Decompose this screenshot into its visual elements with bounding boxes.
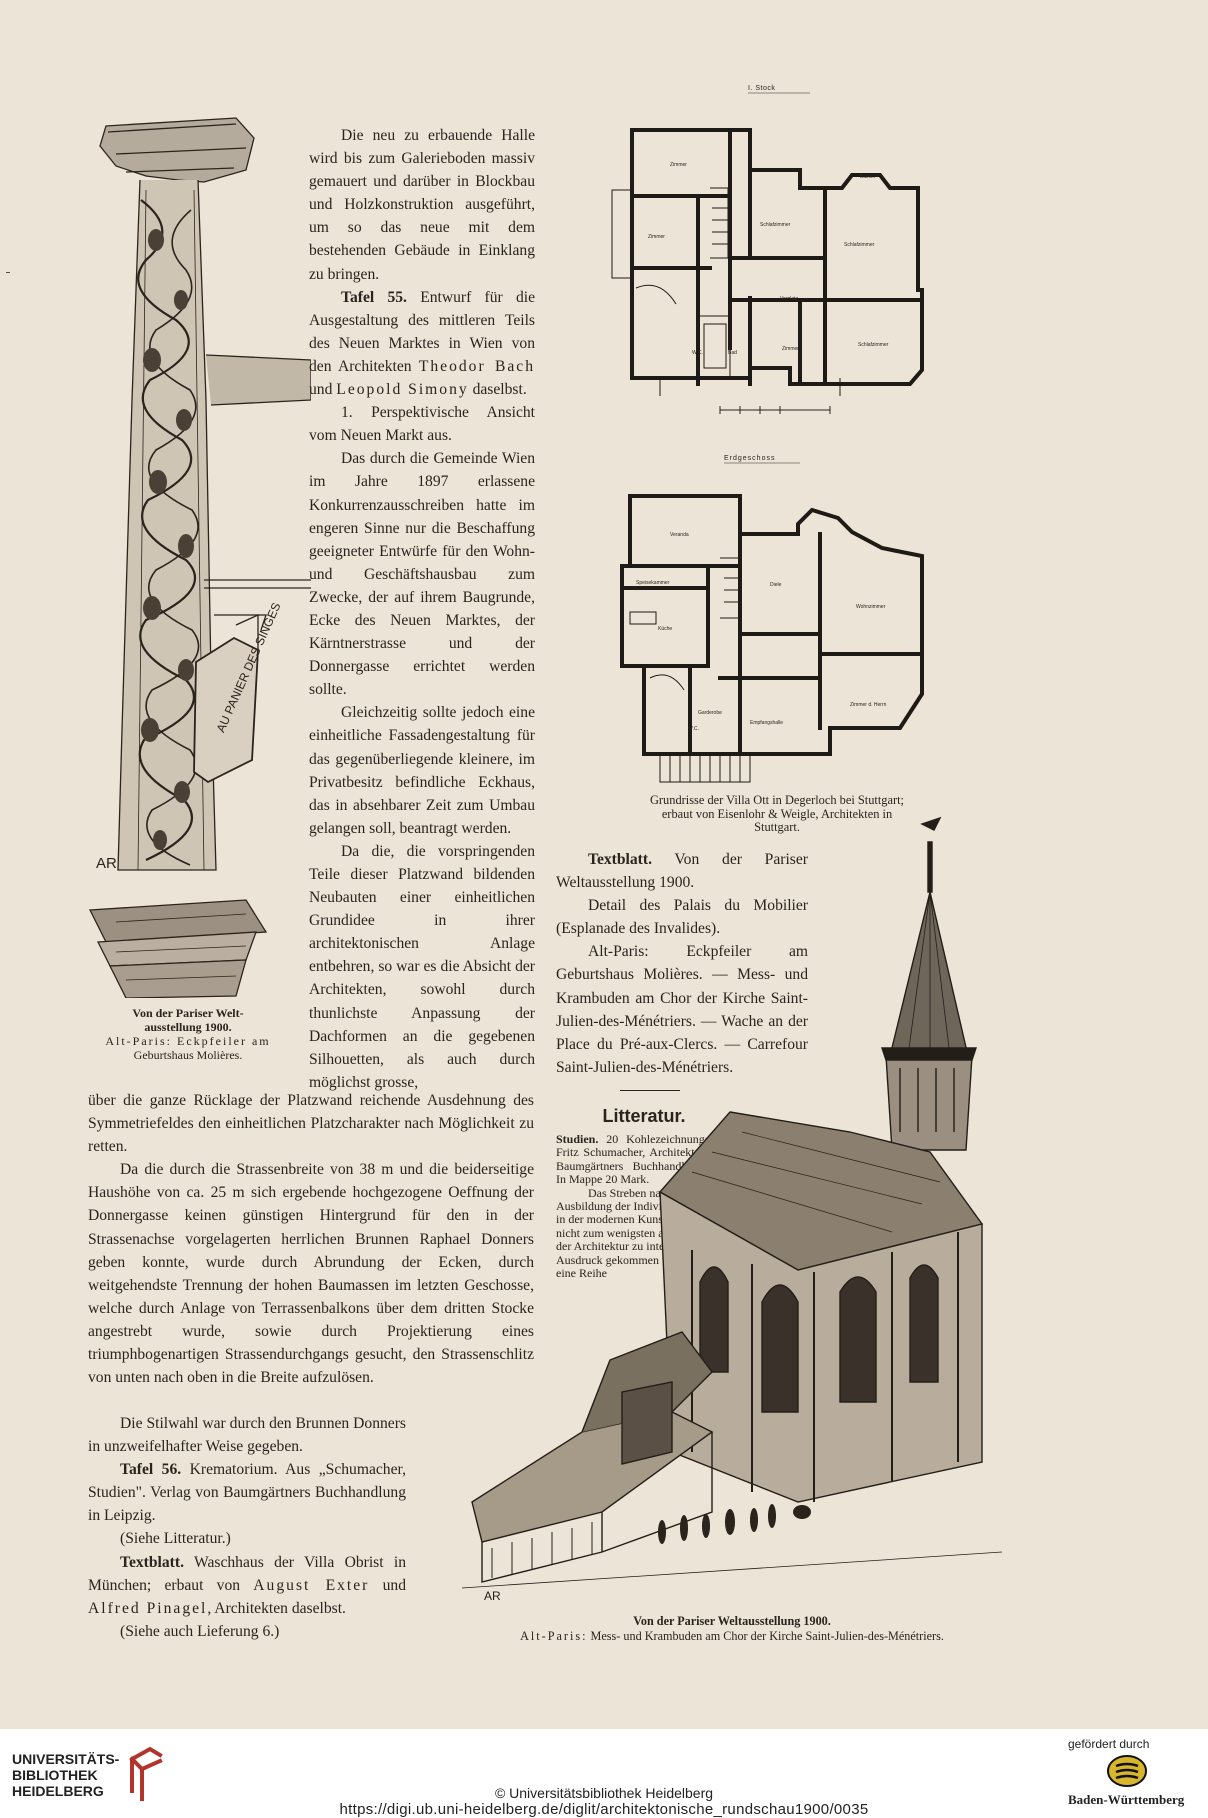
pillar-caption: Von der Pariser Welt- ausstellung 1900. … [88,1006,288,1062]
textblatt-and: und [369,1576,406,1594]
textblatt-waschhaus-sub: (Siehe auch Lieferung 6.) [120,1622,280,1640]
column-one-text: Die neu zu erbauende Halle wird bis zum … [309,124,535,1094]
church-caption-line1: Von der Pariser Weltausstellung 1900. [633,1614,831,1628]
tafel-55-sub: 1. Perspektivische Ansicht vom Neuen Mar… [309,404,535,445]
church-artist-signature: AR [484,1589,501,1602]
tafel-56-text: Krematorium. Aus „Schumacher, Studien". … [88,1461,406,1525]
tafel-55-and: und [309,381,337,399]
upper-room-8: Schlafzimmer [858,342,889,348]
church-caption-text: Mess- und Krambuden am Chor der Kirche S… [587,1629,944,1643]
textblatt-tail: , Architekten daselbst. [207,1599,346,1617]
right-paragraph-2: Alt-Paris: Eckpfeiler am Geburtshaus Mol… [556,943,808,1076]
litteratur-label: Studien. [556,1132,599,1146]
upper-room-6: Vorplatz [780,296,799,302]
library-name-line3: HEIDELBERG [12,1783,104,1799]
tafel-56-label: Tafel 56. [120,1461,182,1479]
tafel-55-entry: Tafel 55. Entwurf für die Ausgestaltung … [309,286,535,401]
tafel-56-sub: (Siehe Litteratur.) [120,1530,231,1548]
textblatt-waschhaus-text: Waschhaus der Villa Obrist in München; e… [88,1553,406,1594]
wide-text-block: über die ganze Rücklage der Platzwand re… [88,1089,534,1389]
library-logo-icon [129,1746,163,1801]
textblatt-waschhaus-entry: Textblatt. Waschhaus der Villa Obrist in… [88,1551,406,1620]
tafel-55-architect-1: Theodor Bach [418,357,535,375]
textblatt-paris-entry: Textblatt. Von der Pariser Weltausstellu… [556,848,808,894]
textblatt-architect-2: Alfred Pinagel [88,1599,208,1617]
church-caption-label: Alt-Paris: [520,1629,588,1643]
artist-monogram: AR [96,855,117,872]
pillar-caption-line3: Alt-Paris: Eckpfeiler am [105,1034,271,1048]
copyright-notice: © Universitätsbibliothek Heidelberg [494,1785,714,1801]
baden-wuerttemberg-crest-icon [1107,1755,1147,1787]
ground-room-8: Empfangshalle [750,720,783,726]
section-divider [620,1090,680,1091]
textblatt-paris-text: Von der Pariser Weltausstellung 1900. [556,851,808,892]
col1-paragraph-2: Das durch die Gemeinde Wien im Jahre 189… [309,450,535,699]
library-name-line1: UNIVERSITÄTS- [12,1751,120,1767]
upper-room-5: Balkon [860,174,876,180]
col1-paragraph-4: Da die, die vorspringenden Teile dieser … [309,842,535,1091]
church-caption-line2: Alt-Paris: Mess- und Krambuden am Chor d… [462,1629,1002,1644]
ground-room-1: Veranda [670,532,689,538]
margin-mark [6,272,10,273]
upper-room-4: Schlafzimmer [844,242,875,248]
upper-floor-label: I. Stock [748,85,775,92]
digital-copy-url: https://digi.ub.uni-heidelberg.de/diglit… [339,1801,869,1818]
pillar-caption-line1: Von der Pariser Welt- [132,1006,244,1020]
pillar-caption-line2: ausstellung 1900. [144,1020,232,1034]
upper-room-3: Schlafzimmer [760,222,791,228]
upper-room-10: Bad [728,350,737,356]
tafel-55-text: Entwurf für die Ausgestaltung des mittle… [309,288,535,375]
col1-paragraph-3: Gleichzeitig sollte jedoch eine einheitl… [309,704,535,837]
textblatt-architect-1: August Exter [253,1576,370,1594]
church-illustration: AR [462,816,1002,1602]
textblatt-waschhaus-label: Textblatt. [120,1553,184,1571]
ground-room-7: Zimmer d. Herrn [850,702,887,708]
tafel-55-tail: daselbst. [468,381,527,399]
tafel-56-entry: Tafel 56. Krematorium. Aus „Schumacher, … [88,1458,406,1527]
church-caption: Von der Pariser Weltausstellung 1900. Al… [462,1614,1002,1644]
upper-room-7: Zimmer [782,346,799,352]
funder-name: Baden-Württemberg [1068,1792,1185,1807]
upper-room-1: Zimmer [670,162,687,168]
ground-room-4: Diele [770,582,782,588]
pillar-caption-line4: Geburtshaus Molières. [133,1048,243,1062]
wide-paragraph-2: Da die durch die Strassenbreite von 38 m… [88,1161,534,1387]
upper-room-2: Zimmer [648,234,665,240]
tafel-55-label: Tafel 55. [341,288,407,306]
wide-paragraph-1: über die ganze Rücklage der Platzwand re… [88,1092,534,1156]
tafel-55-architect-2: Leopold Simony [336,381,469,399]
funded-by-label: gefördert durch [1068,1737,1150,1751]
ground-room-5: Wohnzimmer [856,604,886,610]
upper-room-9: W.C. [692,350,703,356]
ground-room-3: Küche [658,626,672,632]
plans-caption: Grundrisse der Villa Ott in Degerloch be… [649,793,904,835]
right-paragraph-1: Detail des Palais du Mobilier (Esplanade… [556,897,808,938]
library-name: UNIVERSITÄTS- BIBLIOTHEK HEIDELBERG [12,1751,119,1799]
digital-copy-url-link[interactable]: © Universitätsbibliothek Heidelberg http… [0,1785,1208,1818]
footer-bar: UNIVERSITÄTS- BIBLIOTHEK HEIDELBERG © Un… [0,1729,1208,1818]
wide-paragraph-3: Die Stilwahl war durch den Brunnen Donne… [88,1415,406,1456]
ground-floor-label: Erdgeschoss [724,455,775,462]
ground-room-6: Garderobe [698,710,722,716]
right-column-text: Textblatt. Von der Pariser Weltausstellu… [556,848,808,1079]
ground-room-9: W.C. [688,726,699,732]
library-name-line2: BIBLIOTHEK [12,1767,98,1783]
floor-plans: I. Stock Zimmer Zimmer Schlafzimmer Schl… [611,85,924,783]
ground-room-2: Speisekammer [636,580,670,586]
col1-paragraph-1: Die neu zu erbauende Halle wird bis zum … [309,127,535,283]
textblatt-paris-label: Textblatt. [588,851,652,868]
litteratur-heading: Litteratur. [602,1106,686,1126]
pillar-illustration: AU PANIER DES SINGES AR [88,117,311,998]
scanned-page: AU PANIER DES SINGES AR Von der Pariser … [0,0,1208,1729]
narrow-text-block: Die Stilwahl war durch den Brunnen Donne… [88,1412,406,1643]
